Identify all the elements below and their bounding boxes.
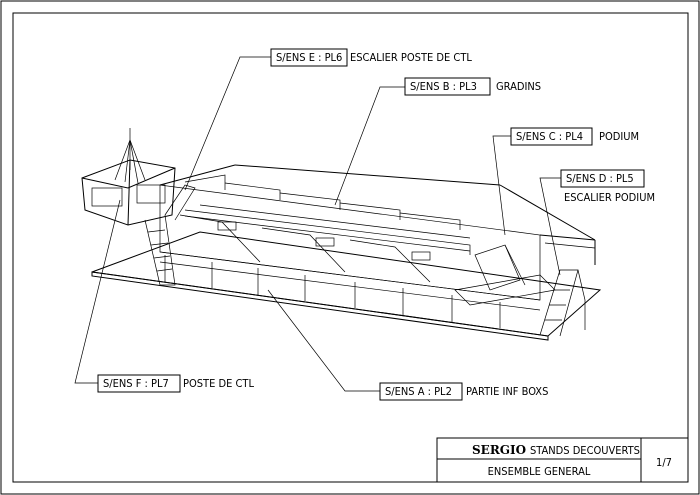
drawing-subtitle: ENSEMBLE GENERAL [488,465,591,478]
callout-ref: S/ENS F : PL7 [103,377,169,390]
callout-desc: PODIUM [599,130,639,143]
callout-f: S/ENS F : PL7 POSTE DE CTL [97,374,254,393]
company-name: SERGIO [472,443,526,457]
callout-ref: S/ENS B : PL3 [410,80,477,93]
callout-desc: ESCALIER POSTE DE CTL [350,51,472,64]
drawing-border [12,12,689,483]
callout-d: S/ENS D : PL5 ESCALIER PODIUM [560,169,655,204]
structure-drawing [81,128,602,341]
callout-desc: POSTE DE CTL [183,377,254,390]
callout-b: S/ENS B : PL3 GRADINS [404,77,541,96]
callout-a: S/ENS A : PL2 PARTIE INF BOXS [379,382,548,401]
callout-e: S/ENS E : PL6 ESCALIER POSTE DE CTL [270,48,472,67]
callout-desc: PARTIE INF BOXS [466,385,548,398]
callout-ref: S/ENS D : PL5 [566,172,634,185]
callout-c: S/ENS C : PL4 PODIUM [510,127,639,146]
callout-desc: ESCALIER PODIUM [564,191,655,204]
callout-ref: S/ENS C : PL4 [516,130,583,143]
callout-ref: S/ENS E : PL6 [276,51,342,64]
title-block: SERGIO STANDS DECOUVERTS ENSEMBLE GENERA… [436,437,689,483]
leader-lines [74,56,561,392]
project-name: STANDS DECOUVERTS [530,444,640,457]
callout-ref: S/ENS A : PL2 [385,385,452,398]
sheet-number: 1/7 [656,456,672,469]
callout-desc: GRADINS [496,80,541,93]
